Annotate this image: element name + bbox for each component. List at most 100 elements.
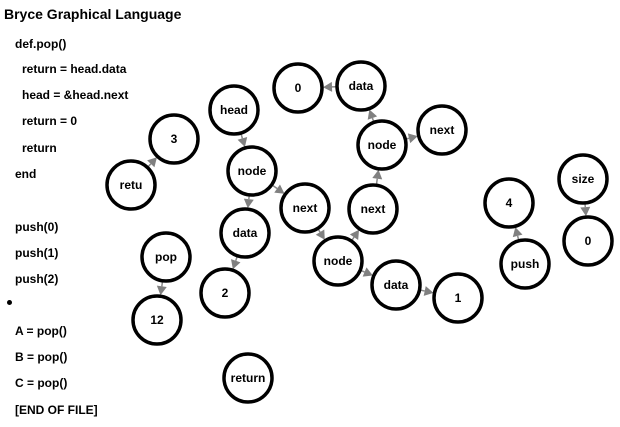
- graph-node-n7: node: [226, 145, 278, 197]
- edge-arrowhead-11: [349, 229, 360, 240]
- node-circle: [219, 207, 271, 259]
- node-label: 12: [150, 313, 164, 327]
- code-line: push(0): [15, 220, 59, 234]
- node-circle: [105, 159, 157, 211]
- code-line: return = head.data: [22, 62, 127, 76]
- node-circle: [226, 145, 278, 197]
- node-label: size: [572, 172, 595, 186]
- edge-arrowhead-14: [580, 206, 591, 217]
- node-label: next: [293, 201, 318, 215]
- graph-node-n17: return: [222, 352, 274, 404]
- node-circle: [140, 231, 192, 283]
- graph-node-n10: data: [219, 207, 271, 259]
- node-label: 1: [455, 291, 462, 305]
- code-line: def.pop(): [15, 37, 67, 51]
- node-label: node: [368, 138, 397, 152]
- graph-node-n8: next: [279, 182, 331, 234]
- code-line: return = 0: [22, 114, 78, 128]
- node-label: 0: [585, 234, 592, 248]
- node-label: 4: [506, 196, 513, 210]
- node-circle: [208, 84, 260, 136]
- node-circle: [312, 235, 364, 287]
- edge-arrowhead-4: [147, 157, 157, 168]
- code-line: return: [22, 141, 57, 155]
- node-label: node: [324, 254, 353, 268]
- node-circle: [432, 272, 484, 324]
- graph-node-n9: next: [347, 183, 399, 235]
- node-label: head: [220, 103, 248, 117]
- edge-arrowhead-9: [231, 259, 241, 270]
- node-layer: 0 data head node next 3 retu node next next data po…: [105, 60, 614, 404]
- edge-arrowhead-5: [243, 198, 254, 209]
- node-label: data: [349, 79, 374, 93]
- graph-node-n13: node: [312, 235, 364, 287]
- graph-node-n12: 2: [199, 267, 251, 319]
- node-label: 3: [171, 132, 178, 146]
- node-circle: [356, 119, 408, 171]
- graph-node-n5: 3: [148, 113, 200, 165]
- node-circle: [557, 153, 609, 205]
- graph-node-n15: 1: [432, 272, 484, 324]
- graph-node-n1: data: [335, 60, 387, 112]
- node-circle: [199, 267, 251, 319]
- edge-arrowhead-13: [423, 286, 434, 296]
- code-line: push(1): [15, 246, 59, 260]
- graph-node-n2: head: [208, 84, 260, 136]
- node-label: next: [361, 202, 386, 216]
- node-label: node: [238, 164, 267, 178]
- node-circle: [279, 182, 331, 234]
- code-line: push(2): [15, 272, 59, 286]
- code-line: end: [15, 167, 37, 181]
- edge-arrowhead-8: [372, 169, 383, 180]
- graph-node-n19: 0: [562, 215, 614, 267]
- edge-arrowhead-12: [362, 267, 373, 277]
- node-circle: [499, 238, 551, 290]
- edge-arrowhead-3: [237, 136, 248, 148]
- node-circle: [483, 177, 535, 229]
- edge-arrowhead-15: [512, 227, 523, 238]
- node-circle: [131, 294, 183, 346]
- edge-arrowhead-0: [322, 81, 333, 92]
- node-label: return: [231, 371, 266, 385]
- node-circle: [562, 215, 614, 267]
- node-label: 0: [295, 81, 302, 95]
- edge-arrowhead-1: [367, 109, 378, 120]
- edge-layer: [146, 81, 591, 296]
- graph-node-n6: retu: [105, 159, 157, 211]
- graph-node-n14: data: [370, 259, 422, 311]
- code-line: C = pop(): [15, 376, 68, 390]
- code-line: [END OF FILE]: [15, 403, 98, 417]
- node-circle: [222, 352, 274, 404]
- graph-node-n3: node: [356, 119, 408, 171]
- code-line: A = pop(): [15, 324, 67, 338]
- list-bullet: [7, 300, 12, 305]
- graph-node-n21: push: [499, 238, 551, 290]
- graph-node-n4: next: [416, 104, 468, 156]
- node-label: 2: [222, 286, 229, 300]
- edge-arrowhead-10: [156, 285, 167, 296]
- graph-node-n11: pop: [140, 231, 192, 283]
- graph-node-n20: 4: [483, 177, 535, 229]
- node-label: pop: [155, 250, 177, 264]
- node-label: data: [384, 278, 409, 292]
- node-label: push: [511, 257, 540, 271]
- node-label: retu: [120, 178, 143, 192]
- node-circle: [335, 60, 387, 112]
- node-label: data: [233, 226, 258, 240]
- edge-arrowhead-2: [407, 133, 418, 144]
- page-title: Bryce Graphical Language: [4, 6, 182, 22]
- node-circle: [272, 62, 324, 114]
- code-line: head = &head.next: [22, 88, 129, 102]
- edge-arrowhead-7: [315, 229, 325, 240]
- node-circle: [347, 183, 399, 235]
- graph-node-n16: 12: [131, 294, 183, 346]
- node-circle: [148, 113, 200, 165]
- edge-arrowhead-6: [274, 184, 285, 194]
- node-label: next: [430, 123, 455, 137]
- code-line: B = pop(): [15, 350, 68, 364]
- node-circle: [370, 259, 422, 311]
- node-circle: [416, 104, 468, 156]
- graph-node-n18: size: [557, 153, 609, 205]
- graph-node-n0: 0: [272, 62, 324, 114]
